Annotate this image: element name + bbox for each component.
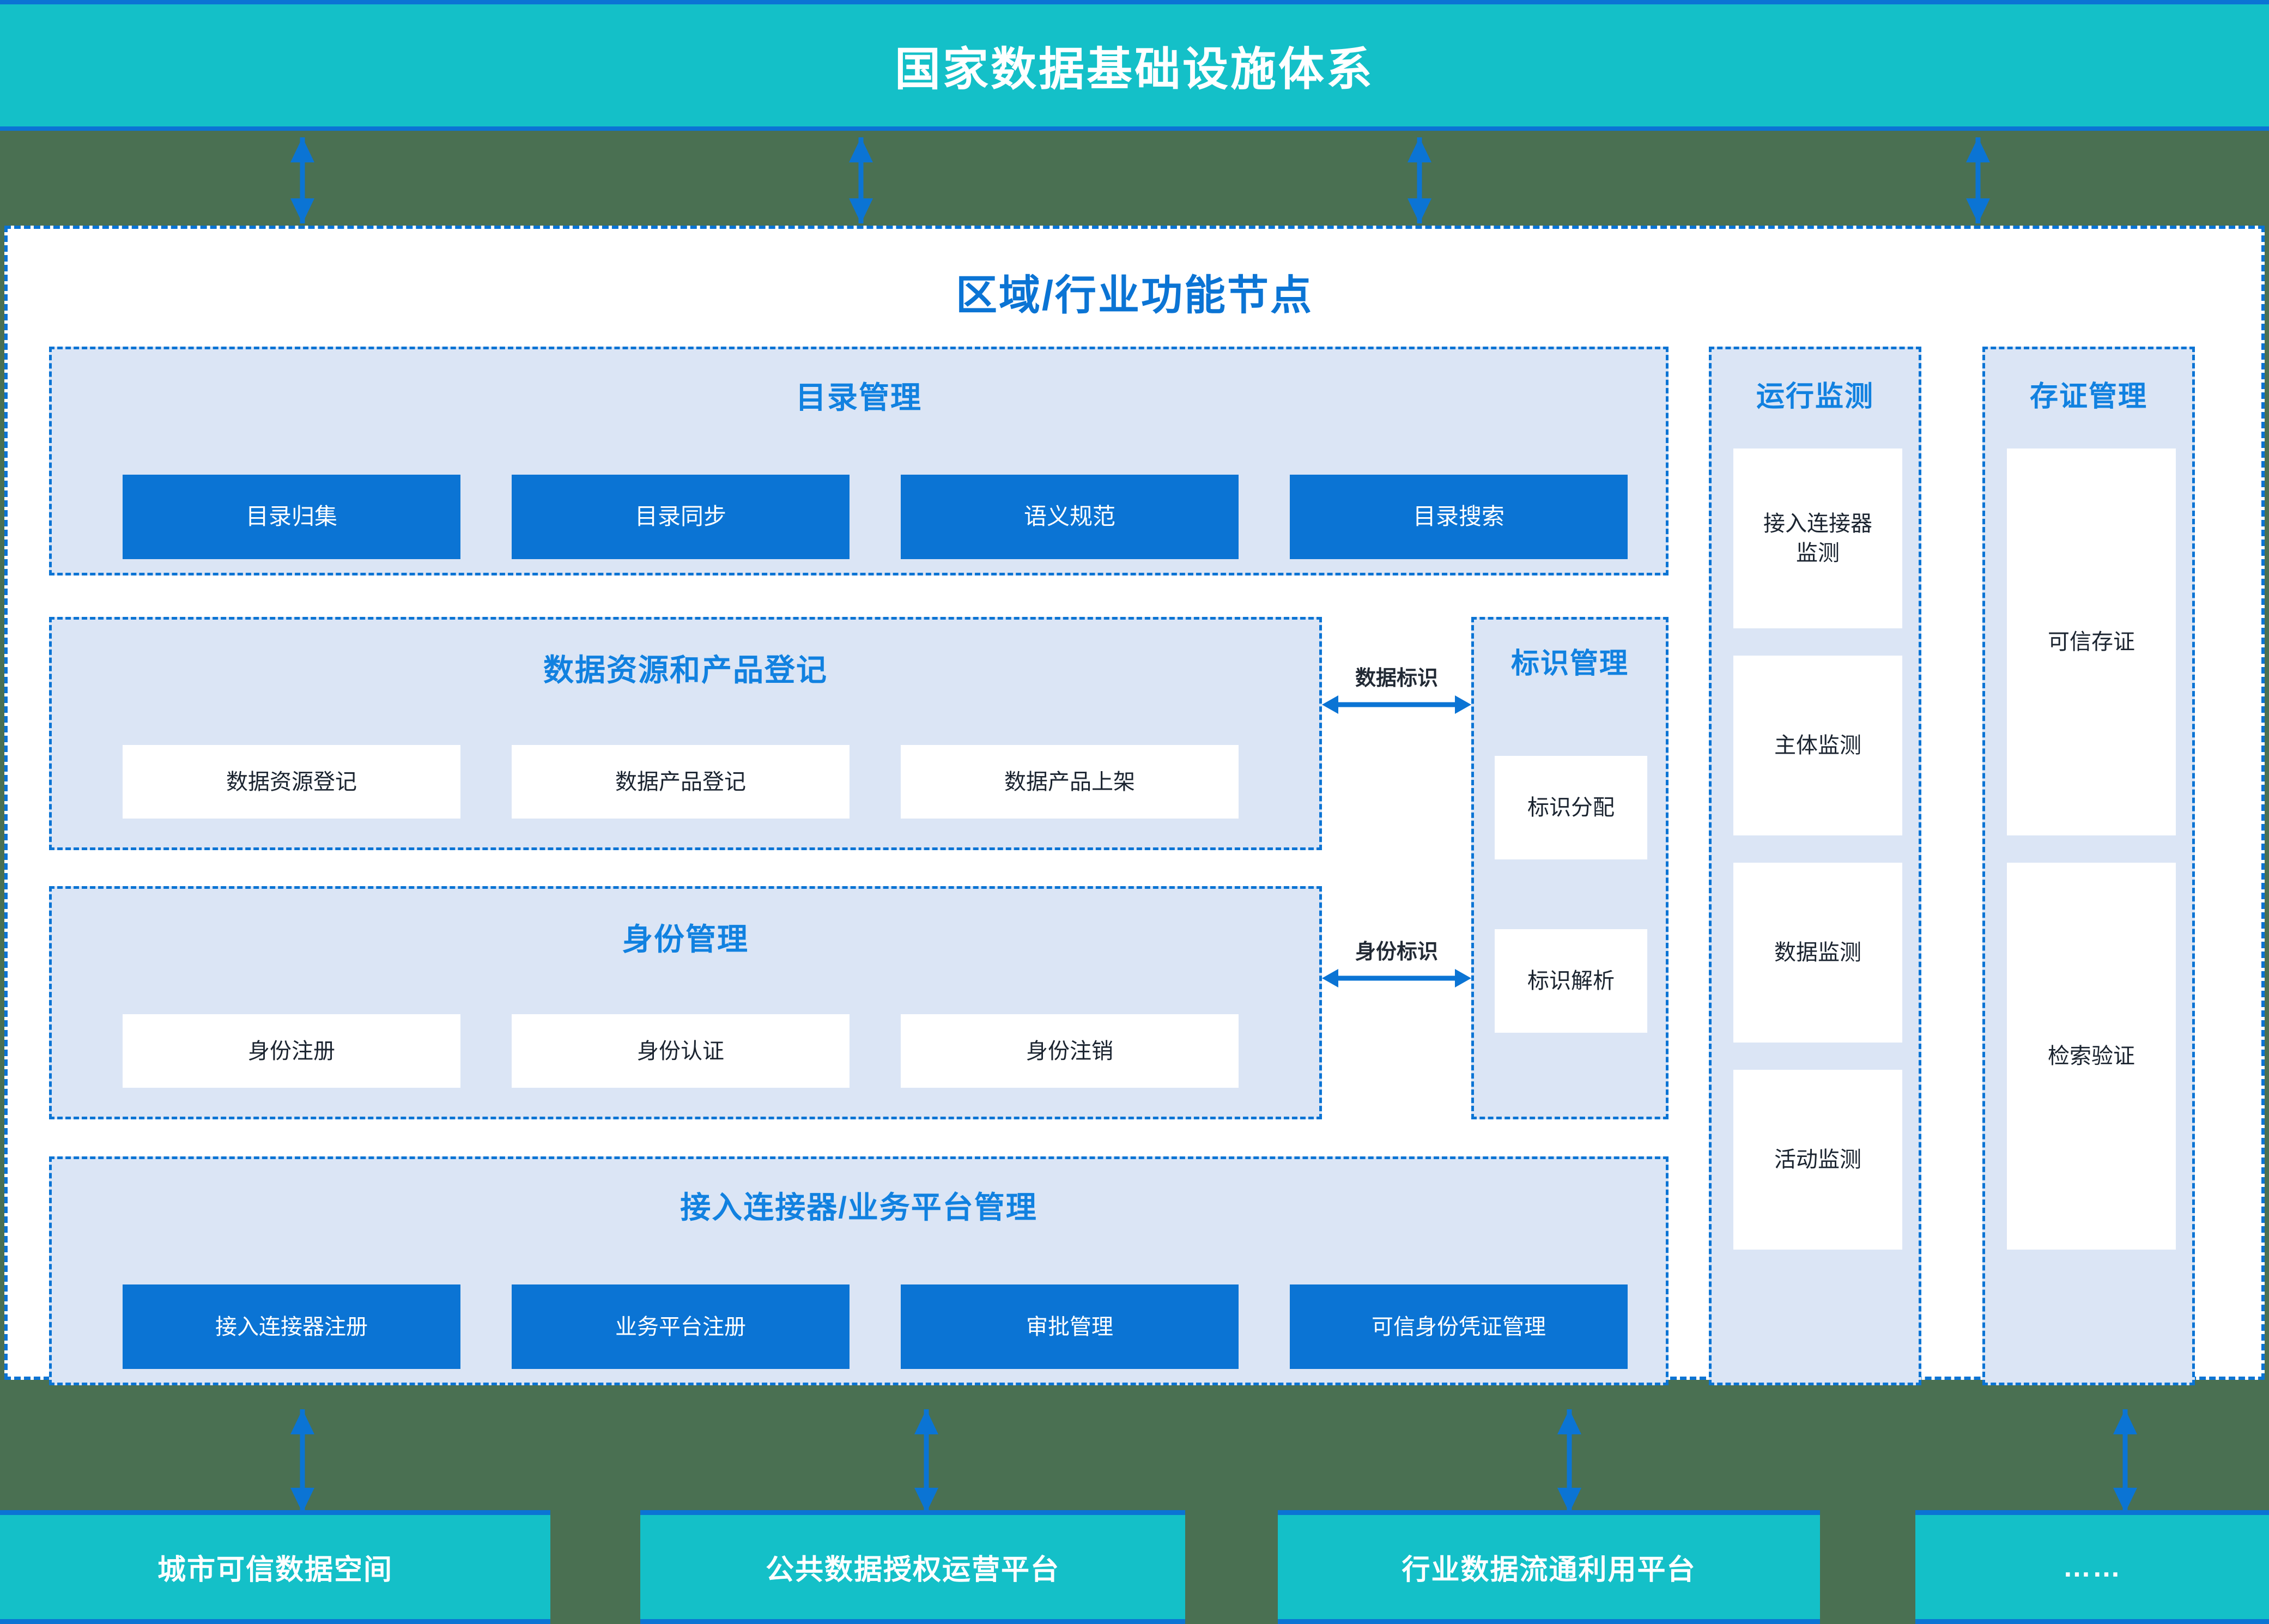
arrow-head-down — [1407, 198, 1431, 223]
panel-identifier-title: 标识管理 — [1510, 648, 1629, 680]
panel-operation-monitoring: 运行监测 接入连接器 监测 主体监测 数据监测 活动监测 — [1709, 347, 1921, 1385]
arrow-head-right — [1455, 695, 1471, 714]
panel-catalog-title: 目录管理 — [796, 380, 922, 415]
platform-box-3[interactable]: …… — [1915, 1510, 2269, 1624]
identifier-item-1[interactable]: 标识解析 — [1495, 929, 1647, 1033]
arrow-head-up — [290, 137, 314, 162]
monitoring-item-1[interactable]: 主体监测 — [1733, 656, 1902, 835]
top-connector-arrow-1 — [290, 137, 314, 223]
node-title: 区域/行业功能节点 — [955, 272, 1314, 319]
link-identity-identifier-label: 身份标识 — [1355, 941, 1438, 964]
connector-item-1[interactable]: 业务平台注册 — [512, 1284, 850, 1369]
arrow-head-up — [849, 137, 873, 162]
panel-evidence-title: 存证管理 — [2029, 381, 2147, 413]
panel-identifier-management: 标识管理 标识分配 标识解析 — [1471, 617, 1669, 1119]
bottom-connector-arrow-1 — [290, 1409, 314, 1513]
registry-item-1[interactable]: 数据产品登记 — [512, 745, 850, 819]
arrow-head-down — [2113, 1488, 2137, 1513]
panel-data-resource-product-registry: 数据资源和产品登记 数据资源登记 数据产品登记 数据产品上架 — [49, 617, 1322, 850]
panel-connector-platform-management: 接入连接器/业务平台管理 接入连接器注册 业务平台注册 审批管理 可信身份凭证管… — [49, 1156, 1669, 1385]
link-identity-identifier: 身份标识 — [1322, 917, 1471, 987]
arrow-shaft — [1417, 137, 1422, 223]
arrow-head-down — [914, 1488, 938, 1513]
panel-registry-title: 数据资源和产品登记 — [543, 653, 828, 687]
identity-item-2[interactable]: 身份注销 — [901, 1014, 1239, 1088]
arrow-head-up — [1966, 137, 1990, 162]
arrow-head-up — [1407, 137, 1431, 162]
identity-item-0[interactable]: 身份注册 — [123, 1014, 460, 1088]
arrow-head-right — [1455, 969, 1471, 987]
catalog-item-3[interactable]: 目录搜索 — [1290, 475, 1628, 559]
arrow-shaft — [924, 1409, 929, 1513]
arrow-head-left — [1322, 969, 1338, 987]
arrow-head-up — [914, 1409, 938, 1434]
link-data-identifier: 数据标识 — [1322, 643, 1471, 714]
top-connector-arrow-3 — [1407, 137, 1431, 223]
arrow-head-down — [290, 198, 314, 223]
bottom-connector-arrow-4 — [2113, 1409, 2137, 1513]
arrow-head-down — [1557, 1488, 1581, 1513]
evidence-item-1[interactable]: 检索验证 — [2007, 863, 2176, 1250]
arrow-shaft — [1336, 702, 1457, 707]
link-data-identifier-label: 数据标识 — [1355, 667, 1438, 690]
platform-box-1[interactable]: 公共数据授权运营平台 — [640, 1510, 1185, 1624]
top-connector-arrow-4 — [1966, 137, 1990, 223]
arrow-shaft — [2122, 1409, 2128, 1513]
arrow-head-down — [1966, 198, 1990, 223]
arrow-shaft — [300, 1409, 305, 1513]
arrow-shaft — [300, 137, 305, 223]
regional-industry-function-node: 区域/行业功能节点 目录管理 目录归集 目录同步 语义规范 目录搜索 数据资源和… — [4, 226, 2265, 1385]
arrow-shaft — [858, 137, 864, 223]
platform-box-2[interactable]: 行业数据流通利用平台 — [1278, 1510, 1820, 1624]
panel-catalog-management: 目录管理 目录归集 目录同步 语义规范 目录搜索 — [49, 347, 1669, 575]
catalog-item-0[interactable]: 目录归集 — [123, 475, 460, 559]
arrow-head-down — [849, 198, 873, 223]
monitoring-item-2[interactable]: 数据监测 — [1733, 863, 1902, 1043]
arrow-head-up — [290, 1409, 314, 1434]
arrow-head-up — [2113, 1409, 2137, 1434]
monitoring-item-3[interactable]: 活动监测 — [1733, 1070, 1902, 1250]
monitoring-item-0[interactable]: 接入连接器 监测 — [1733, 449, 1902, 628]
connector-item-3[interactable]: 可信身份凭证管理 — [1290, 1284, 1628, 1369]
bottom-connector-arrow-2 — [914, 1409, 938, 1513]
registry-item-0[interactable]: 数据资源登记 — [123, 745, 460, 819]
catalog-item-1[interactable]: 目录同步 — [512, 475, 850, 559]
catalog-item-2[interactable]: 语义规范 — [901, 475, 1239, 559]
national-infrastructure-banner: 国家数据基础设施体系 — [0, 0, 2269, 131]
panel-connector-title: 接入连接器/业务平台管理 — [680, 1190, 1038, 1225]
bidirectional-arrow-icon — [1322, 969, 1471, 987]
arrow-head-down — [290, 1488, 314, 1513]
identity-item-1[interactable]: 身份认证 — [512, 1014, 850, 1088]
arrow-shaft — [1975, 137, 1981, 223]
bidirectional-arrow-icon — [1322, 695, 1471, 714]
platform-box-0[interactable]: 城市可信数据空间 — [0, 1510, 550, 1624]
panel-identity-management: 身份管理 身份注册 身份认证 身份注销 — [49, 886, 1322, 1119]
arrow-shaft — [1336, 975, 1457, 981]
top-connector-arrow-2 — [849, 137, 873, 223]
arrow-shaft — [1567, 1409, 1572, 1513]
evidence-item-0[interactable]: 可信存证 — [2007, 449, 2176, 835]
arrow-head-left — [1322, 695, 1338, 714]
arrow-head-up — [1557, 1409, 1581, 1434]
registry-item-2[interactable]: 数据产品上架 — [901, 745, 1239, 819]
panel-evidence-management: 存证管理 可信存证 检索验证 — [1982, 347, 2195, 1385]
connector-item-0[interactable]: 接入连接器注册 — [123, 1284, 460, 1369]
panel-identity-title: 身份管理 — [622, 922, 749, 956]
connector-item-2[interactable]: 审批管理 — [901, 1284, 1239, 1369]
bottom-connector-arrow-3 — [1557, 1409, 1581, 1513]
identifier-item-0[interactable]: 标识分配 — [1495, 756, 1647, 859]
panel-monitoring-title: 运行监测 — [1756, 381, 1874, 413]
banner-title: 国家数据基础设施体系 — [894, 43, 1374, 95]
